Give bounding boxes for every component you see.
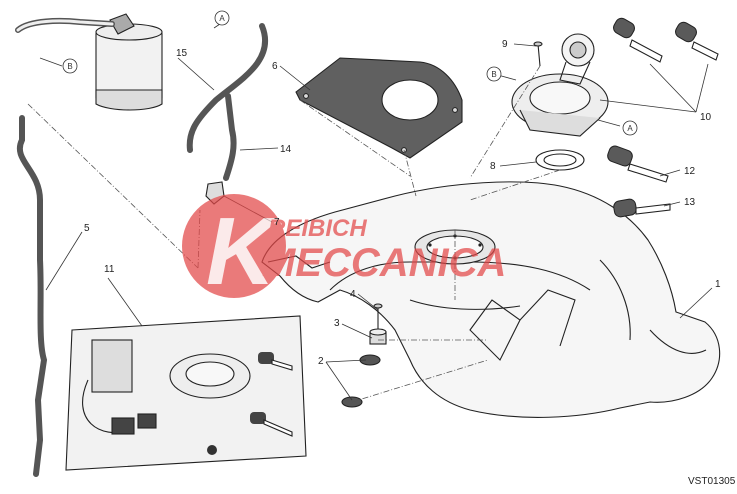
callout-labels: 1 2 3 4 5 6 7 8 9 10 11 12 13 14 15 <box>84 39 721 367</box>
svg-text:A: A <box>219 14 225 23</box>
callout-2: 2 <box>318 356 324 367</box>
callout-14: 14 <box>280 144 292 155</box>
callout-5: 5 <box>84 223 90 234</box>
drawing-code: VST01305 <box>688 476 736 487</box>
callout-4: 4 <box>350 289 356 300</box>
circle-ref-b-left: B <box>62 58 78 74</box>
circle-ref-b-mid: B <box>486 66 502 82</box>
callout-9: 9 <box>502 39 508 50</box>
callout-11: 11 <box>104 264 115 275</box>
key-13 <box>613 198 671 218</box>
hose-14 <box>223 93 237 181</box>
svg-text:B: B <box>491 70 496 79</box>
callout-3: 3 <box>334 318 340 329</box>
assembly-lines <box>27 65 561 403</box>
rubber-grommets-2 <box>341 354 381 408</box>
callout-7: 7 <box>274 217 280 228</box>
key-10-upper-right <box>675 21 719 61</box>
key-10-upper-left <box>613 17 663 63</box>
leader-lines <box>39 19 713 401</box>
fuel-cap-lock-assembly <box>511 33 609 137</box>
callout-12: 12 <box>684 166 696 177</box>
callout-1: 1 <box>715 279 721 290</box>
callout-6: 6 <box>272 61 278 72</box>
svg-text:A: A <box>627 124 633 133</box>
watermark-line1: REIBICH <box>268 215 367 242</box>
evap-canister <box>15 13 163 111</box>
watermark-line2: MECCANICA <box>262 241 506 285</box>
hose-15 <box>186 23 269 153</box>
inset-panel-11 <box>65 315 307 471</box>
callout-8: 8 <box>490 161 496 172</box>
key-12 <box>607 145 669 183</box>
spacer-3 <box>369 328 387 345</box>
retaining-clip-ring <box>535 149 585 171</box>
callout-15: 15 <box>176 48 188 59</box>
svg-text:B: B <box>67 62 72 71</box>
circle-ref-a-top: A <box>214 10 230 26</box>
watermark-letter: K <box>206 198 282 305</box>
filler-cover-plate <box>295 57 463 159</box>
watermark-logo: K REIBICH MECCANICA <box>182 194 506 305</box>
callout-10: 10 <box>700 112 712 123</box>
hose-5 <box>17 115 48 477</box>
callout-13: 13 <box>684 197 696 208</box>
circle-ref-a-right: A <box>622 120 638 136</box>
